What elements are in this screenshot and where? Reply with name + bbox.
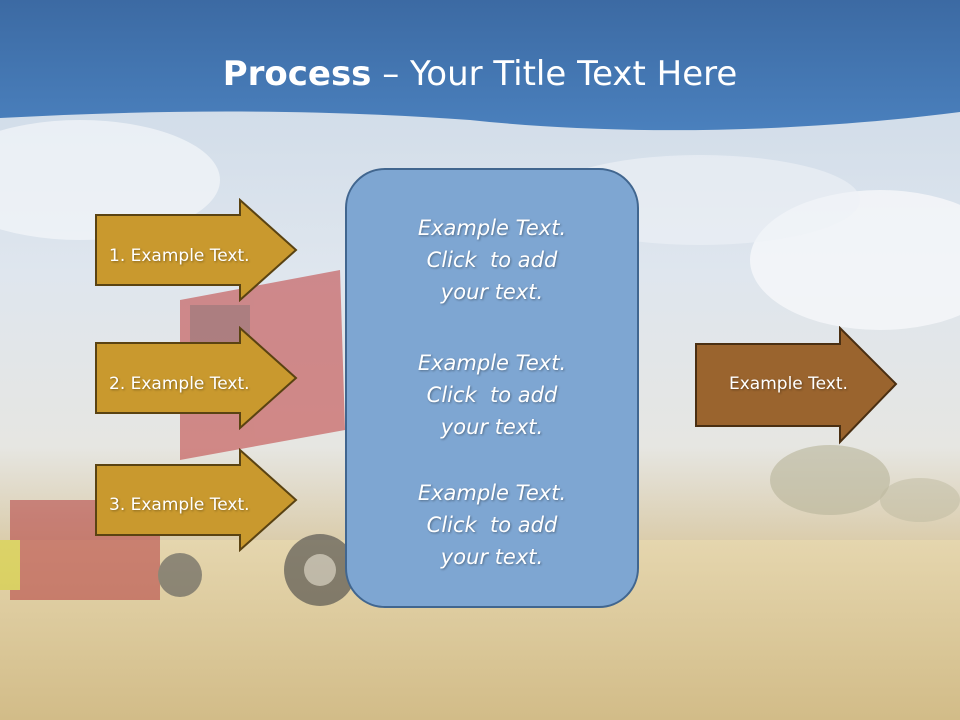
center-text-box[interactable] <box>345 168 639 608</box>
arrow-result-label: Example Text. <box>729 374 848 394</box>
center-paragraph-3-line-3: your text. <box>440 545 544 569</box>
arrow-step-2[interactable] <box>94 326 300 430</box>
center-paragraph-3-line-1: Example Text. <box>417 481 567 505</box>
harvester-image <box>0 270 356 606</box>
center-paragraph-1-line-2: Click to add <box>426 248 558 272</box>
center-paragraph-2-line-2: Click to add <box>426 383 558 407</box>
arrow-step-3-label: 3. Example Text. <box>109 495 250 515</box>
title-bold: Process <box>222 54 372 94</box>
page-title: Process – Your Title Text Here <box>0 52 960 96</box>
center-paragraph-1[interactable]: Example Text. Click to add your text. <box>345 212 639 308</box>
center-paragraph-2[interactable]: Example Text. Click to add your text. <box>345 347 639 443</box>
arrow-result[interactable] <box>694 326 900 446</box>
center-paragraph-3-line-2: Click to add <box>426 513 558 537</box>
center-paragraph-2-line-1: Example Text. <box>417 351 567 375</box>
center-paragraph-1-line-1: Example Text. <box>417 216 567 240</box>
arrow-step-1-label: 1. Example Text. <box>109 246 250 266</box>
center-paragraph-2-line-3: your text. <box>440 415 544 439</box>
center-paragraph-3[interactable]: Example Text. Click to add your text. <box>345 477 639 573</box>
arrow-step-3[interactable] <box>94 448 300 552</box>
arrow-step-1[interactable] <box>94 198 300 302</box>
arrow-step-2-label: 2. Example Text. <box>109 374 250 394</box>
title-rest: – Your Title Text Here <box>371 54 738 94</box>
center-paragraph-1-line-3: your text. <box>440 280 544 304</box>
